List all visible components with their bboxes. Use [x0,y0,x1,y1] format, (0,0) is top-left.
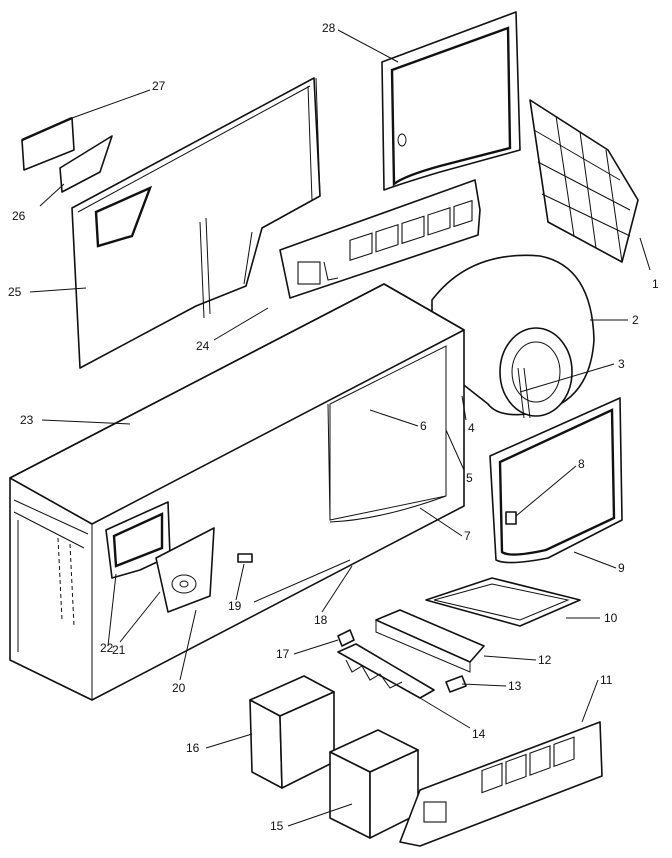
callout-12: 12 [538,653,552,667]
callout-labels: 1 2 3 4 5 6 7 8 9 10 11 12 13 14 15 16 1… [8,21,659,833]
callout-1: 1 [652,277,659,291]
part-11-louver-panel [399,721,603,847]
callout-4: 4 [468,421,475,435]
callout-3: 3 [618,357,625,371]
callout-14: 14 [472,727,486,741]
callout-16: 16 [186,741,200,755]
part-17-clip [337,629,355,647]
callout-10: 10 [604,611,618,625]
part-12-drain-pan [375,609,485,673]
callout-9: 9 [618,561,625,575]
callout-26: 26 [12,209,26,223]
part-28-door-panel [381,11,521,191]
callout-5: 5 [466,471,473,485]
callout-20: 20 [172,681,186,695]
callout-23: 23 [20,413,34,427]
part-27-filter-pad [21,116,75,171]
part-16-box [249,675,335,789]
callout-27: 27 [152,79,166,93]
callout-17: 17 [276,647,290,661]
callout-24: 24 [196,339,210,353]
part-2-blower-wheel [431,254,595,419]
callout-19: 19 [228,599,242,613]
callout-22: 22 [100,641,114,655]
callout-25: 25 [8,285,22,299]
callout-6: 6 [420,419,427,433]
part-9-front-panel [489,397,623,564]
callout-7: 7 [464,529,471,543]
louver-slats-24 [349,199,473,262]
part-15-cover [329,729,419,839]
leader-lines [29,29,651,827]
callout-11: 11 [600,673,613,687]
callout-13: 13 [508,679,522,693]
part-1-grille [529,99,639,263]
callout-28: 28 [322,21,336,35]
callout-15: 15 [270,819,284,833]
part-26-plate [59,135,113,193]
callout-21: 21 [112,643,126,657]
callout-2: 2 [632,313,639,327]
callout-18: 18 [314,613,328,627]
part-14-bracket [337,643,435,699]
callout-8: 8 [578,457,585,471]
part-24-louver-panel [279,179,481,299]
part-23-cabinet [9,283,465,701]
part-13-clip [445,675,467,693]
part-10-tray [425,577,581,627]
part-25-side-panel [71,77,321,369]
